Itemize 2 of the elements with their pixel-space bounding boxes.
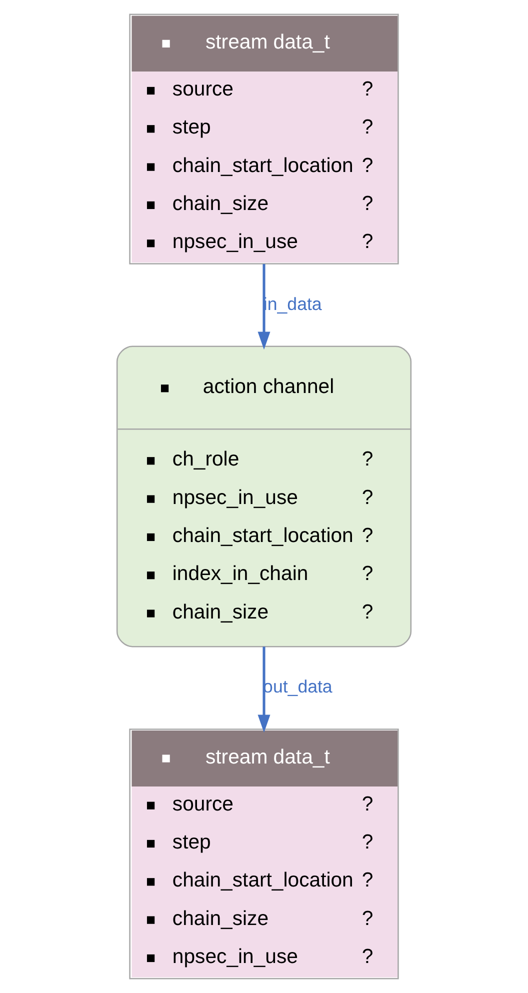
edge-label: in_data: [263, 294, 322, 314]
edge-label: out_data: [263, 676, 332, 697]
